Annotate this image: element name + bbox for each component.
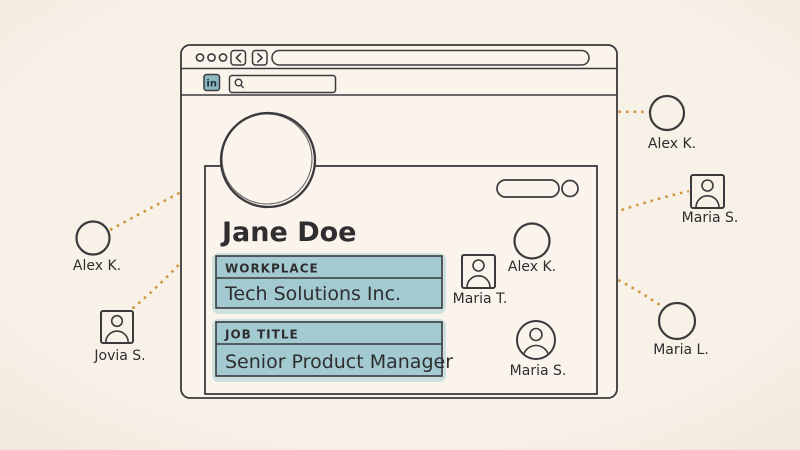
node-external-right-maria-s: Maria S.	[682, 174, 739, 226]
person-card-icon	[100, 310, 134, 344]
contact-circle-icon	[75, 220, 111, 256]
linkedin-logo-text: in	[206, 79, 217, 90]
linkedin-logo[interactable]: in	[203, 73, 221, 92]
job-title-value: Senior Product Manager	[225, 351, 453, 373]
contact-circle-icon	[513, 222, 551, 260]
workplace-value: Tech Solutions Inc.	[224, 283, 401, 305]
connection-avatar-to-left-alex	[109, 170, 221, 232]
node-external-topright-alex-k: Alex K.	[648, 94, 696, 152]
node-label: Jovia S.	[93, 348, 145, 364]
forward-button[interactable]	[251, 49, 268, 66]
node-internal-maria-s: Maria S.	[510, 320, 567, 379]
node-external-jovia-s: Jovia S.	[93, 310, 146, 364]
url-bar[interactable]	[271, 49, 590, 66]
node-label: Alex K.	[508, 259, 556, 275]
node-label: Maria S.	[510, 363, 567, 379]
card-action-circle[interactable]	[561, 179, 579, 198]
node-label: Maria T.	[453, 291, 508, 307]
window-dot-icon[interactable]	[195, 53, 205, 62]
node-label: Maria S.	[682, 210, 739, 226]
node-label: Maria L.	[653, 342, 709, 358]
node-external-maria-l: Maria L.	[653, 301, 709, 358]
window-control-dots[interactable]	[195, 53, 228, 62]
window-dot-icon[interactable]	[207, 53, 216, 62]
profile-card: Jane Doe WORKPLACE Tech Solutions Inc. J…	[204, 111, 598, 395]
workplace-label: WORKPLACE	[225, 262, 319, 276]
field-workplace: WORKPLACE Tech Solutions Inc.	[212, 253, 446, 314]
back-button[interactable]	[230, 49, 247, 66]
node-internal-alex-k: Alex K.	[508, 222, 556, 275]
node-internal-maria-t: Maria T.	[453, 254, 508, 307]
back-icon	[235, 52, 242, 63]
job-title-label: JOB TITLE	[224, 328, 299, 342]
node-external-left-alex-k: Alex K.	[73, 220, 121, 274]
card-action-pill[interactable]	[496, 179, 560, 198]
contact-circle-icon	[648, 94, 686, 132]
window-dot-icon[interactable]	[218, 53, 228, 62]
profile-name: Jane Doe	[220, 217, 356, 248]
forward-icon	[256, 52, 263, 63]
person-card-icon	[690, 174, 725, 209]
node-label: Alex K.	[73, 258, 121, 274]
node-label: Alex K.	[648, 136, 696, 152]
field-box[interactable]	[215, 255, 443, 309]
field-box[interactable]	[215, 321, 443, 377]
contact-circle-icon	[657, 301, 697, 341]
search-icon	[234, 78, 245, 89]
search-input[interactable]	[228, 74, 337, 94]
field-job-title: JOB TITLE Senior Product Manager	[212, 319, 453, 382]
profile-avatar[interactable]	[219, 111, 317, 209]
person-card-icon	[461, 254, 496, 289]
person-circle-icon	[516, 320, 556, 360]
